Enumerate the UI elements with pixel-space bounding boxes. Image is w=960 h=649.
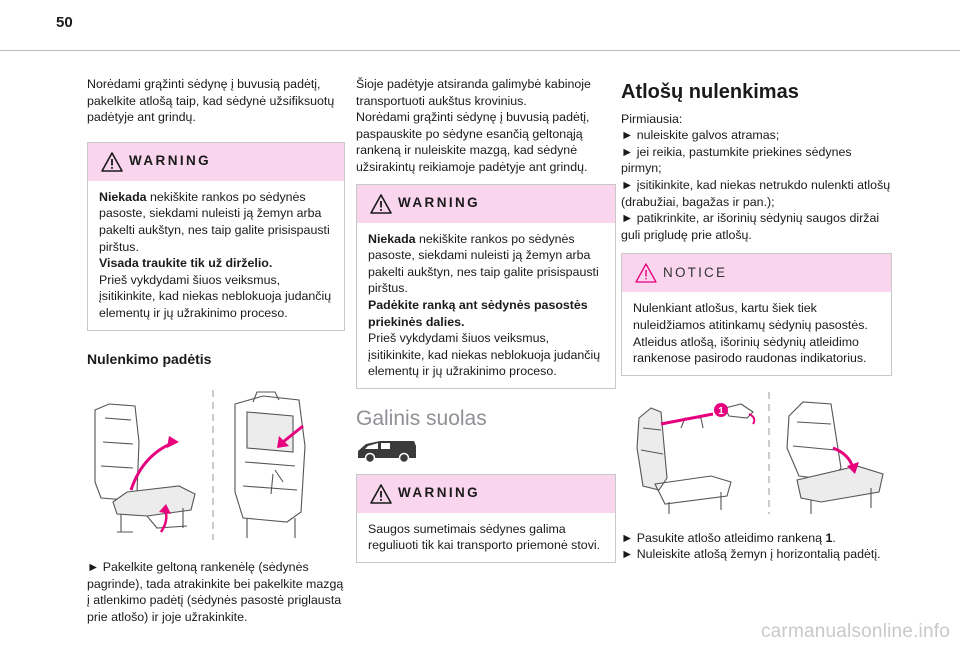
step-2: ► jei reikia, pastumkite priekines sėdyn… [621,144,852,176]
warning-box: WARNING Niekada nekiškite rankos po sėdy… [356,183,616,389]
warning-header: WARNING [357,184,615,223]
warning-bold-1: Niekada [368,231,416,246]
warning-body: Niekada nekiškite rankos po sėdynės paso… [88,181,344,330]
warning-bold-1: Niekada [99,189,147,204]
column-1: Norėdami grąžinti sėdynę į buvusią padėt… [87,76,345,626]
notice-text: Nulenkiant atlošus, kartu šiek tiek nule… [633,301,868,366]
step-1: ► nuleiskite galvos atramas; [621,128,780,143]
step-3: ► įsitikinkite, kad niekas netrukdo nule… [621,177,891,209]
caption-2: ► Nuleiskite atlošą žemyn į horizontalią… [621,547,881,562]
section-title: Galinis suolas [356,406,487,430]
section-heading: Nulenkimo padėtis [87,350,212,367]
warning-label: WARNING [398,485,481,501]
notice-header: NOTICE [622,254,891,293]
intro-text: Šioje padėtyje atsiranda galimybė kabino… [356,77,591,174]
warning-header: WARNING [88,142,344,181]
notice-body: Nulenkiant atlošus, kartu šiek tiek nule… [622,292,891,374]
caption-1-number: 1 [825,530,833,545]
section-heading: Atlošų nulenkimas [621,81,799,103]
warning-icon [370,193,392,214]
warning-text: Saugos sumetimais sėdynes galima reguliu… [368,521,601,553]
notice-icon [635,263,657,283]
caption-1-text: ► Pasukite atlošo atleidimo rankeną [621,530,826,545]
callout-marker [714,402,728,417]
warning-box: WARNING Niekada nekiškite rankos po sėdy… [87,141,345,331]
seat-folding-illustration [94,390,306,541]
column-2: Šioje padėtyje atsiranda galimybė kabino… [356,76,616,563]
warning-icon [101,151,123,172]
warning-icon [370,483,392,504]
callout-number: 1 [718,406,724,417]
warning-text-1: nekiškite rankos po sėdynės pasoste, sie… [99,189,330,254]
warning-header: WARNING [357,474,615,513]
van-icon [358,440,416,463]
warning-text-2: Prieš vykdydami šiuos veiksmus, įsitikin… [99,272,332,320]
column-3: Atlošų nulenkimas Pirmiausia: ► nuleiski… [621,81,892,563]
page-number: 50 [56,14,73,31]
warning-body: Niekada nekiškite rankos po sėdynės paso… [357,223,615,388]
warning-label: WARNING [129,153,212,169]
intro-text: Norėdami grąžinti sėdynę į buvusią padėt… [87,77,335,125]
warning-bold-2: Padėkite ranką ant sėdynės pasostės prie… [368,297,588,329]
warning-label: WARNING [398,195,481,211]
notice-box: NOTICE Nulenkiant atlošus, kartu šiek ti… [621,253,892,376]
illustration-caption: ► Pakelkite geltoną rankenėlę (sėdynės p… [87,560,344,624]
warning-box-2: WARNING Saugos sumetimais sėdynes galima… [356,473,616,563]
warning-bold-2: Visada traukite tik už dirželio. [99,256,273,271]
warning-text-1: nekiškite rankos po sėdynės pasoste, sie… [368,231,599,296]
warning-body: Saugos sumetimais sėdynes galima reguliu… [357,513,615,562]
warning-text-2: Prieš vykdydami šiuos veiksmus, įsitikin… [368,331,601,379]
step-4: ► patikrinkite, ar išorinių sėdynių saug… [621,211,880,242]
header-rule [0,50,960,51]
caption-1-end: . [832,530,836,545]
notice-label: NOTICE [663,265,728,281]
watermark: carmanualsonline.info [760,621,950,642]
caption-1: ► Pasukite atlošo atleidimo rankeną 1. [621,530,892,547]
backrest-folding-illustration: 1 [636,391,884,514]
first-label: Pirmiausia: [621,111,683,126]
